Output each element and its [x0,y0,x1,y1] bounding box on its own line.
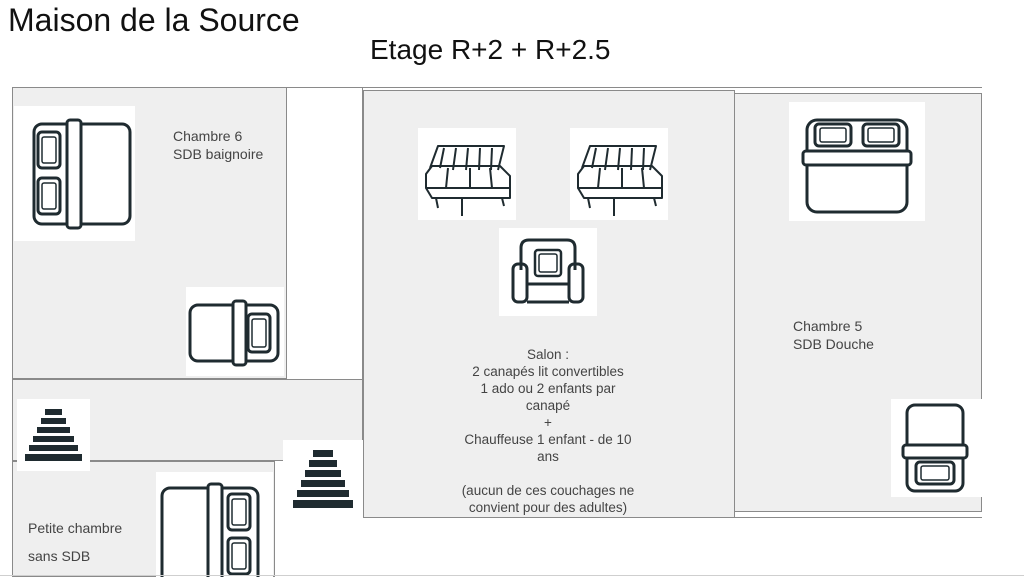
salon-line: convient pour des adultes) [468,500,628,515]
salon-line: Chauffeuse 1 enfant - de 10 [464,432,632,447]
room-name: Petite chambre [28,520,123,536]
single-bed-icon [891,399,982,497]
salon-line: canapé [525,398,571,413]
corridor [287,87,363,379]
single-bed-icon [186,287,284,376]
salon-line: 2 canapés lit convertibles [472,364,624,379]
sofa-bed-icon [418,128,516,220]
room-bathroom: SDB baignoire [173,146,264,162]
salon-bottom-wall [363,517,982,518]
double-bed-icon [156,472,273,577]
salon-line: 1 ado ou 2 enfants par [480,381,616,396]
floor-outline [12,87,982,88]
salon-line: ans [537,449,559,464]
room-name: Chambre 6 [173,128,243,144]
double-bed-icon [789,102,925,221]
salon-line: (aucun de ces couchages ne [461,483,635,498]
double-bed-icon [14,106,135,241]
page-title: Maison de la Source [8,2,300,38]
room-label-petite-chambre: Petite chambre sans SDB [28,514,122,570]
room-bathroom: SDB Douche [793,336,874,352]
stairs-icon [17,399,90,471]
room-label-chambre-5: Chambre 5 SDB Douche [793,317,874,353]
armchair-icon [499,228,597,316]
salon-line: Salon : [526,347,570,362]
salon-line: + [544,415,552,430]
salon-description: Salon : 2 canapés lit convertibles 1 ado… [440,346,656,516]
bottom-border [0,575,1024,576]
room-name: Chambre 5 [793,318,863,334]
salon-line [440,465,656,482]
stairs-icon [283,440,363,520]
floor-subtitle: Etage R+2 + R+2.5 [370,34,611,65]
sofa-bed-icon [570,128,668,220]
room-label-chambre-6: Chambre 6 SDB baignoire [173,127,263,163]
room-bathroom: sans SDB [28,548,91,564]
